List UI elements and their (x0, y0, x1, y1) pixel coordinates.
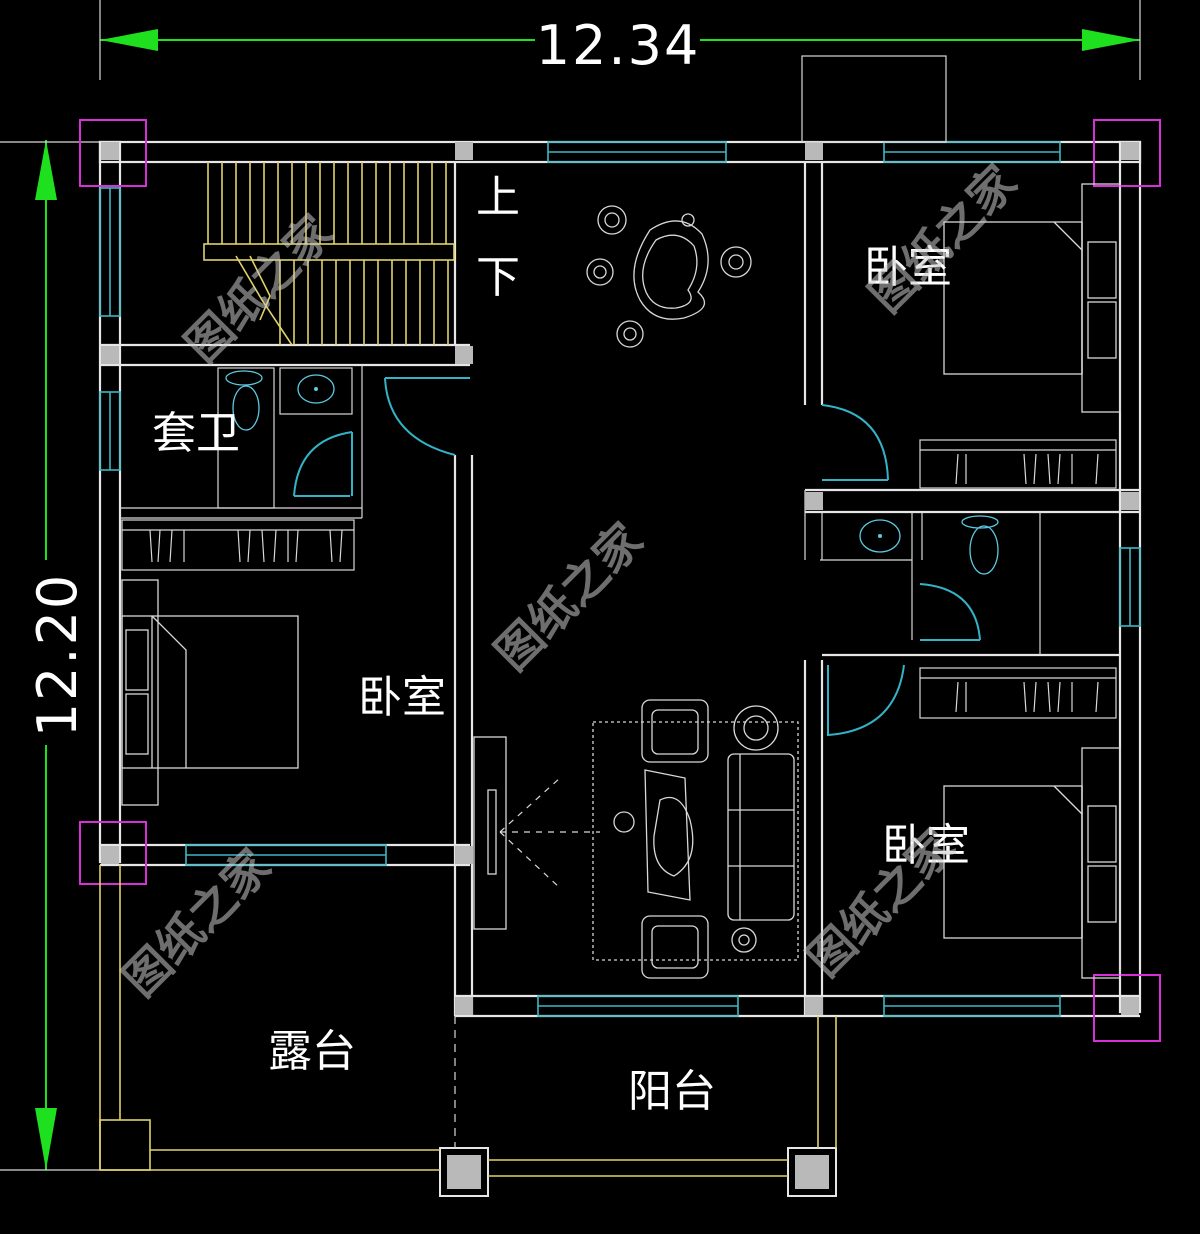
top-right-bedroom-bed (943, 183, 1121, 413)
watermark-4: 图纸之家 (113, 839, 281, 1007)
bottom-right-bedroom-door (827, 664, 905, 737)
ensuite-bath-label: 套卫 (152, 408, 240, 459)
ensuite-bath-fixtures (217, 367, 353, 509)
windows (99, 141, 1141, 1017)
bottom-right-wardrobe (919, 667, 1117, 719)
height-dimension-label: 12.20 (26, 573, 89, 738)
watermark-1: 图纸之家 (175, 205, 343, 373)
width-dimension-label: 12.34 (536, 14, 701, 77)
living-area-furniture (473, 699, 799, 979)
left-bedroom-bed (121, 579, 299, 806)
bottom-right-bedroom-label: 卧室 (882, 820, 970, 871)
ensuite-door (293, 431, 353, 497)
stair-down-label: 下 (476, 252, 520, 303)
dimension-top: 12.34 (99, 0, 1141, 80)
staircase (203, 162, 455, 346)
terrace-railing (99, 865, 837, 1177)
terrace-label: 露台 (268, 1026, 356, 1077)
left-bedroom-wardrobe (121, 519, 355, 571)
top-right-bedroom-door (821, 404, 889, 481)
interior-walls (100, 162, 1140, 1016)
balcony-label: 阳台 (628, 1066, 716, 1117)
watermark-3: 图纸之家 (859, 155, 1027, 323)
dimension-left: 12.20 (0, 140, 100, 1171)
top-right-wardrobe (919, 439, 1117, 489)
stair-up-label: 上 (476, 172, 520, 223)
right-bath-fixtures (859, 515, 999, 575)
corner-markers (79, 119, 1161, 1042)
left-bedroom-label: 卧室 (358, 672, 446, 723)
watermark-2: 图纸之家 (485, 513, 653, 681)
right-bath-door (919, 583, 981, 641)
top-right-bedroom-label: 卧室 (864, 242, 952, 293)
bottom-right-bedroom-bed (943, 747, 1121, 979)
left-bedroom-door (384, 377, 470, 456)
structural-columns (101, 142, 1139, 1197)
roof-projection (801, 55, 947, 143)
hall-plant-cluster (586, 205, 752, 348)
